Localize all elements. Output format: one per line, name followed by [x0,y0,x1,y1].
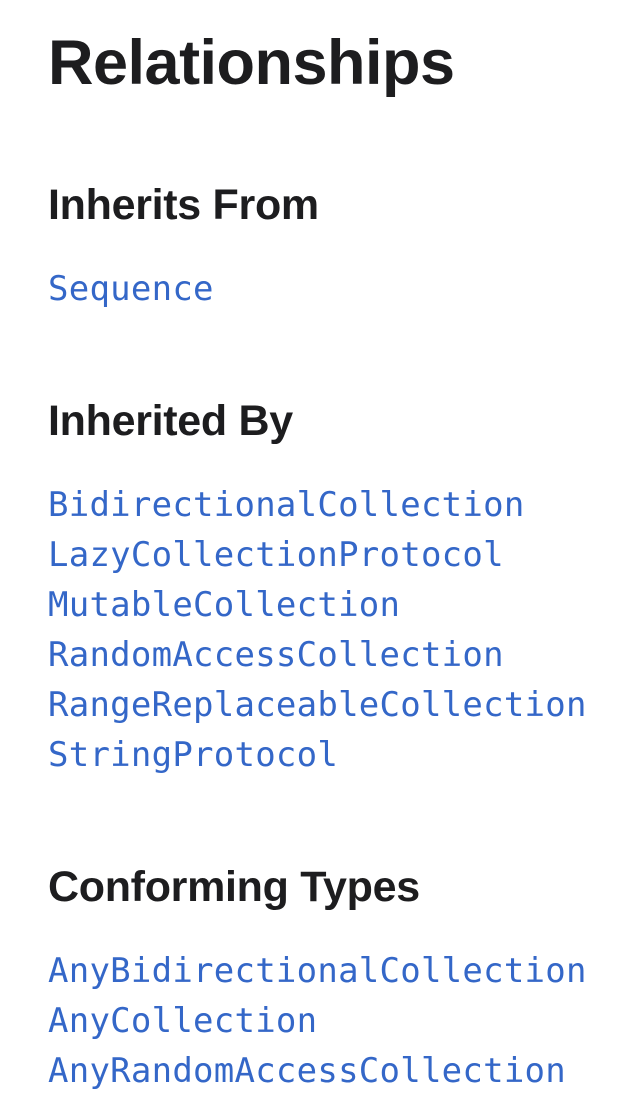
link-lazy-collection-protocol[interactable]: LazyCollectionProtocol [48,535,504,575]
link-range-replaceable-collection[interactable]: RangeReplaceableCollection [48,685,587,725]
conforming-types-heading: Conforming Types [48,863,420,911]
list-item: LazyCollectionProtocol [48,530,587,580]
list-item: RandomAccessCollection [48,630,587,680]
link-mutable-collection[interactable]: MutableCollection [48,585,401,625]
list-item: BidirectionalCollection [48,480,587,530]
list-item: AnyCollection [48,996,587,1046]
list-item: Sequence [48,264,214,314]
conforming-types-list: AnyBidirectionalCollection AnyCollection… [48,946,587,1096]
list-item: StringProtocol [48,730,587,780]
link-any-collection[interactable]: AnyCollection [48,1001,318,1041]
link-bidirectional-collection[interactable]: BidirectionalCollection [48,485,525,525]
link-random-access-collection[interactable]: RandomAccessCollection [48,635,504,675]
list-item: AnyBidirectionalCollection [48,946,587,996]
link-string-protocol[interactable]: StringProtocol [48,735,339,775]
inherited-by-list: BidirectionalCollection LazyCollectionPr… [48,480,587,780]
inherits-from-heading: Inherits From [48,181,319,229]
page-title: Relationships [48,28,455,98]
list-item: AnyRandomAccessCollection [48,1046,587,1096]
link-any-random-access-collection[interactable]: AnyRandomAccessCollection [48,1051,566,1091]
link-sequence[interactable]: Sequence [48,269,214,309]
list-item: MutableCollection [48,580,587,630]
link-any-bidirectional-collection[interactable]: AnyBidirectionalCollection [48,951,587,991]
inherits-from-list: Sequence [48,264,214,314]
inherited-by-heading: Inherited By [48,397,293,445]
list-item: RangeReplaceableCollection [48,680,587,730]
